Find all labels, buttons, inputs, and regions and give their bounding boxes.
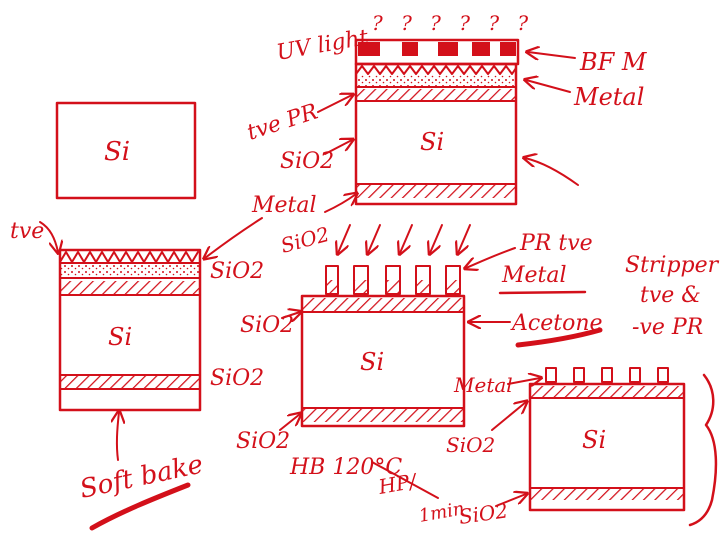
down-arrows: [338, 225, 470, 253]
right-brace: [690, 375, 716, 525]
tve-label-left: tve: [10, 219, 44, 244]
tve-and-label: tve &: [640, 283, 701, 308]
si-label-top: Si: [420, 128, 444, 156]
metal-label-underlined: Metal: [501, 263, 567, 288]
sio2-label-middle-bottom: SiO2: [236, 429, 290, 454]
bfm-arrow: [528, 52, 575, 58]
si-label-bottom-right: Si: [582, 426, 606, 454]
wafer-exposure-stack: Si: [356, 40, 518, 204]
metal-label-top-right: Metal: [573, 83, 644, 111]
metal-arrow-top-right: [526, 80, 570, 92]
wafer-si-plain: Si: [57, 103, 195, 198]
tve-pr-label: tve PR: [244, 99, 321, 145]
bfm-label: BF M: [579, 48, 648, 76]
soft-bake-arrow: [117, 412, 119, 460]
metal-underline: [500, 292, 585, 293]
side-arrow-top: [525, 158, 578, 185]
si-label-top-left: Si: [104, 137, 130, 167]
question-marks: ? ? ? ? ? ?: [372, 11, 534, 35]
soft-bake-label: Soft bake: [77, 449, 206, 504]
metal-arrow-top: [325, 194, 356, 212]
pr-tve-label: PR tve: [519, 231, 593, 256]
ve-pr-label: -ve PR: [632, 315, 703, 340]
wafer-middle-stack: Si: [302, 266, 464, 426]
wafer-bottom-right-stack: Si: [530, 368, 684, 510]
metal-arrow-left: [205, 218, 262, 258]
wafer-left-stack: Si: [60, 250, 200, 410]
sio2-arrow-middle-bottom: [280, 414, 300, 430]
stripper-label: Stripper: [625, 253, 720, 278]
sio2-label-bottom-right-left: SiO2: [446, 433, 495, 457]
sio2-label-left-upper: SiO2: [210, 259, 264, 284]
sio2-label-left-lower: SiO2: [210, 366, 264, 391]
metal-label-middle: Metal: [251, 193, 317, 218]
tve-pr-arrow: [318, 95, 352, 112]
sio2-arrow-top: [325, 140, 352, 154]
si-label-left: Si: [108, 323, 132, 351]
si-label-middle: Si: [360, 348, 384, 376]
sio2-label-middle-arrows: SiO2: [278, 222, 332, 258]
metal-label-bottom-right: Metal: [453, 373, 513, 397]
sio2-arrow-bottom-right: [492, 402, 526, 430]
